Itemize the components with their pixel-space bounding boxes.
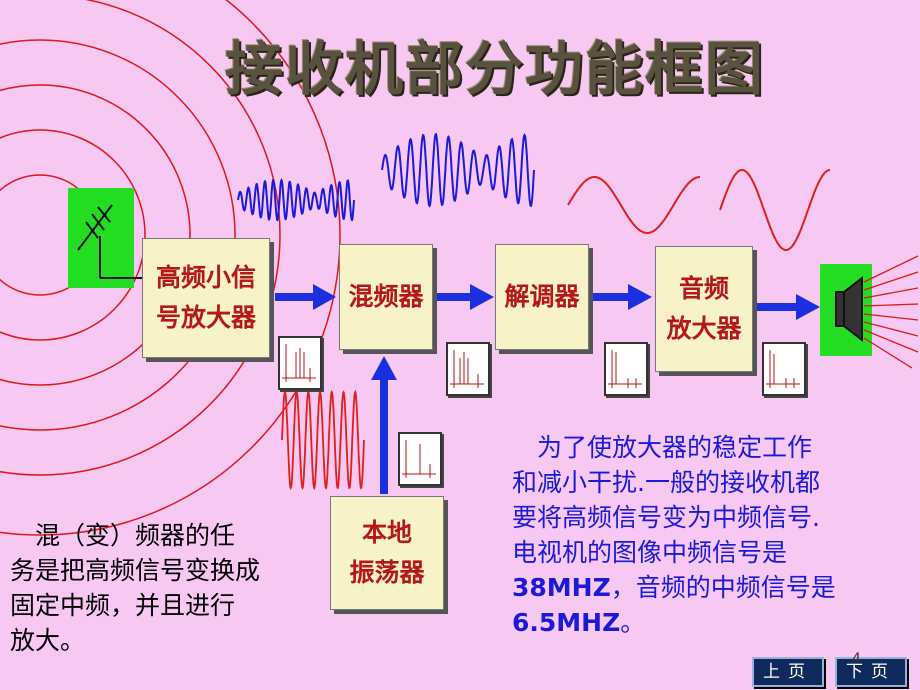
arrow-mixer-to-demod xyxy=(432,284,494,310)
spectrum-thumbnail-if xyxy=(446,342,490,396)
mixer-label: 混频器 xyxy=(348,282,424,311)
caption-right-line: 和减小干扰.一般的接收机都 xyxy=(512,468,820,497)
audio-if-frequency: 6.5MHZ xyxy=(512,608,621,637)
arrow-demod-to-audio xyxy=(590,284,652,310)
rf-amplifier-label-1: 高频小信 xyxy=(155,263,256,292)
if-signal-wave xyxy=(381,132,535,208)
next-page-button[interactable]: 下页 xyxy=(835,657,907,687)
arrow-audio-to-speaker xyxy=(752,294,820,320)
caption-right-line: 38MHZ，音频的中频信号是 xyxy=(512,570,912,605)
caption-right: 为了使放大器的稳定工作 和减小干扰.一般的接收机都 要将高频信号变为中频信号. … xyxy=(512,430,912,640)
spectrum-thumbnail-audio xyxy=(604,342,648,396)
caption-right-line: 要将高频信号变为中频信号. xyxy=(512,503,820,532)
caption-right-line: 6.5MHZ。 xyxy=(512,605,912,640)
local-oscillator-label-2: 振荡器 xyxy=(349,558,425,587)
rf-amplifier-label-2: 号放大器 xyxy=(155,303,256,332)
audio-wave-large xyxy=(719,169,830,251)
caption-right-line: 电视机的图像中频信号是 xyxy=(512,538,788,567)
prev-page-button[interactable]: 上页 xyxy=(752,657,824,687)
caption-left-line: 放大。 xyxy=(10,626,86,655)
rf-signal-wave xyxy=(237,178,355,222)
local-oscillator-label-1: 本地 xyxy=(361,518,412,547)
caption-left-line: 混（变）频器的任 xyxy=(10,521,236,550)
mixer-block: 混频器 xyxy=(339,244,433,350)
spectrum-thumbnail-output xyxy=(762,342,806,396)
caption-right-text: 。 xyxy=(620,608,646,637)
audio-amplifier-label-2: 放大器 xyxy=(666,314,742,343)
local-oscillator-wave xyxy=(281,390,365,490)
rf-amplifier-block: 高频小信 号放大器 xyxy=(142,238,270,358)
demodulator-label: 解调器 xyxy=(504,282,580,311)
spectrum-thumbnail-oscillator xyxy=(398,432,442,486)
caption-left-line: 务是把高频信号变换成 xyxy=(10,556,261,585)
page-number: 4 xyxy=(852,651,861,667)
arrow-oscillator-to-mixer xyxy=(371,356,397,494)
caption-right-line: 为了使放大器的稳定工作 xyxy=(512,433,813,462)
caption-left: 混（变）频器的任 务是把高频信号变换成 固定中频，并且进行 放大。 xyxy=(10,518,330,658)
audio-amplifier-label-1: 音频 xyxy=(678,274,729,303)
audio-wave-small xyxy=(567,176,700,234)
caption-right-text: ，音频的中频信号是 xyxy=(610,573,836,602)
spectrum-thumbnail-rf xyxy=(278,336,322,390)
caption-left-line: 固定中频，并且进行 xyxy=(10,591,236,620)
audio-amplifier-block: 音频 放大器 xyxy=(655,246,753,372)
image-if-frequency: 38MHZ xyxy=(512,573,611,602)
page-title: 接收机部分功能框图 xyxy=(224,35,765,103)
demodulator-block: 解调器 xyxy=(495,244,589,350)
local-oscillator-block: 本地 振荡器 xyxy=(330,496,444,610)
arrow-rf-to-mixer xyxy=(275,284,336,310)
